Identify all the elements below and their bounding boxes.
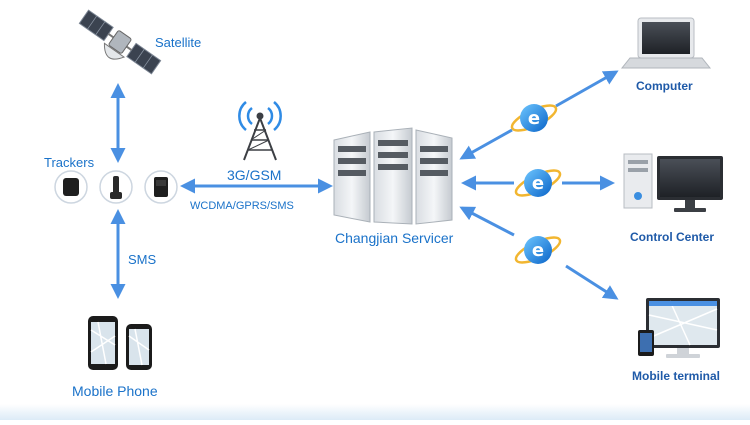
desktop-computer-icon (623, 153, 723, 212)
network-wcdma-label: WCDMA/GPRS/SMS (190, 200, 294, 212)
arrow-ie3-terminal (565, 264, 619, 300)
mobile-terminal-label: Mobile terminal (632, 369, 721, 383)
svg-text:e: e (532, 240, 544, 261)
mobile-phone-label: Mobile Phone (72, 383, 158, 399)
laptop-icon (620, 17, 712, 69)
computer-label: Computer (636, 79, 693, 93)
satellite-icon (78, 9, 162, 75)
bottom-gradient-band (0, 404, 750, 420)
network-3g-gsm-label: 3G/GSM (227, 167, 282, 183)
arrow-ie1-computer (555, 70, 619, 108)
sms-label: SMS (128, 252, 157, 267)
connection-arrows (110, 70, 619, 300)
svg-text:e: e (528, 108, 540, 129)
mobile-phone-icon (88, 316, 152, 370)
svg-text:e: e (532, 173, 544, 194)
tracker-device-pen-icon (99, 170, 133, 204)
internet-explorer-icon: e (510, 104, 558, 132)
internet-explorer-icon: e (514, 169, 562, 197)
server-rack-icon (333, 127, 453, 225)
internet-explorer-icon: e (514, 236, 562, 264)
satellite-label: Satellite (155, 35, 202, 50)
server-label: Changjian Servicer (335, 230, 454, 246)
tracker-device-card-icon (144, 170, 178, 204)
arrow-server-ie3 (459, 206, 515, 237)
tracker-device-box-icon (54, 170, 88, 204)
trackers-label: Trackers (44, 155, 95, 170)
trackers-group (54, 170, 178, 204)
arrow-server-ie1 (459, 128, 513, 160)
antenna-tower-icon (238, 101, 282, 161)
monitor-with-map-icon (638, 298, 720, 358)
control-center-label: Control Center (630, 230, 714, 244)
